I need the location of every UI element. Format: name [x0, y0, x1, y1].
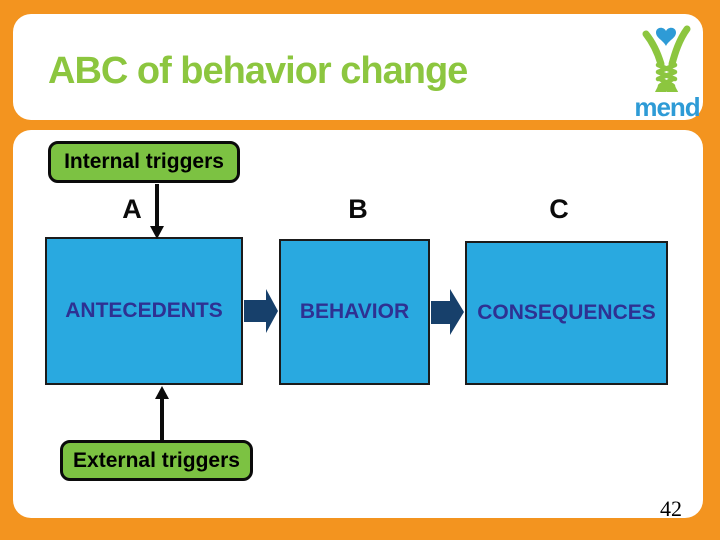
label-c: C: [549, 194, 569, 224]
mend-figure-icon: [642, 25, 691, 114]
label-a: A: [122, 194, 142, 224]
internal-triggers-box: Internal triggers: [48, 141, 240, 183]
behavior-box: BEHAVIOR: [279, 239, 430, 385]
mend-logo-text: mend: [634, 92, 700, 122]
slide-title: ABC of behavior change: [48, 50, 468, 92]
label-b: B: [348, 194, 368, 224]
external-triggers-box: External triggers: [60, 440, 253, 481]
consequences-box: CONSEQUENCES: [465, 241, 668, 385]
mend-logo: mend: [630, 20, 704, 120]
antecedents-box: ANTECEDENTS: [45, 237, 243, 385]
title-panel: [13, 14, 703, 120]
page-number: 42: [660, 496, 682, 521]
